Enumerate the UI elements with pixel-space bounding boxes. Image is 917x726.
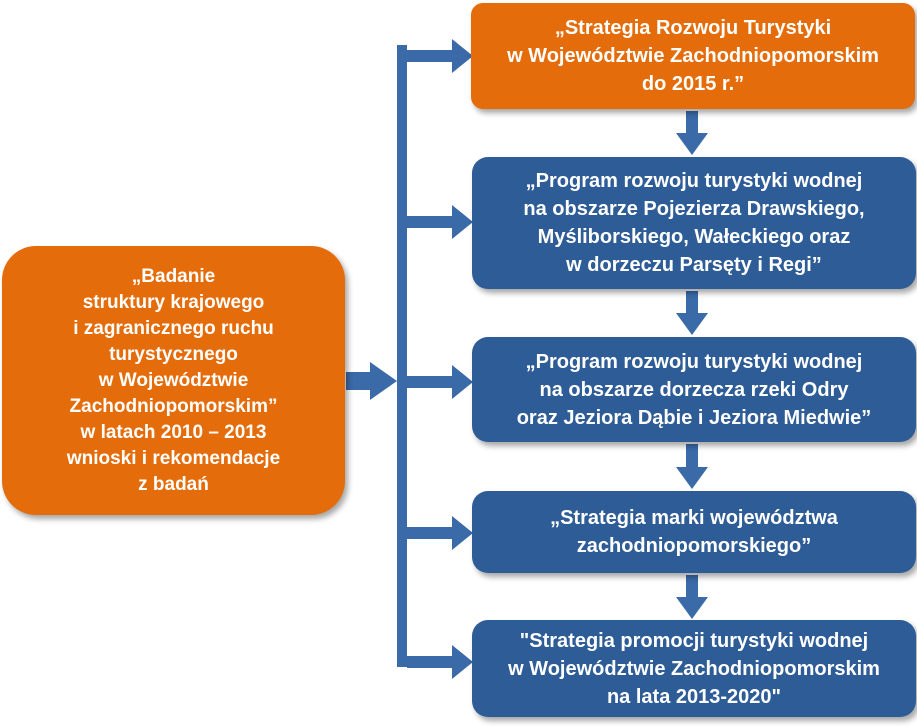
target-box-water-tourism-odra: „Program rozwoju turystyki wodnej na obs…: [472, 337, 916, 442]
down-arrow-4: [676, 575, 708, 619]
target-text: „Strategia Rozwoju Turystyki w Województ…: [507, 17, 879, 95]
branch-arrow-1: [407, 39, 473, 73]
target-text: „Program rozwoju turystyki wodnej na obs…: [523, 170, 865, 276]
target-box-tourism-strategy: „Strategia Rozwoju Turystyki w Województ…: [471, 3, 915, 109]
branch-arrow-3: [407, 365, 473, 399]
down-arrow-1: [676, 111, 708, 155]
target-text: "Strategia promocji turystyki wodnej w W…: [508, 629, 880, 708]
target-box-water-tourism-lakes: „Program rozwoju turystyki wodnej na obs…: [472, 157, 916, 289]
target-box-brand-strategy: „Strategia marki województwa zachodniopo…: [472, 491, 916, 573]
down-arrow-3: [676, 444, 708, 489]
target-box-promotion-strategy: "Strategia promocji turystyki wodnej w W…: [472, 620, 916, 717]
target-text: „Program rozwoju turystyki wodnej na obs…: [516, 350, 872, 429]
down-arrow-2: [676, 291, 708, 335]
trunk-line: [397, 45, 407, 667]
branch-arrow-4: [407, 516, 473, 550]
branch-arrow-2: [407, 205, 473, 239]
source-study-box: „Badanie struktury krajowego i zagranicz…: [2, 246, 345, 515]
source-study-text: „Badanie struktury krajowego i zagranicz…: [66, 265, 281, 495]
source-arrow: [346, 362, 397, 400]
target-text: „Strategia marki województwa zachodniopo…: [550, 507, 838, 557]
branch-arrow-5: [407, 645, 473, 679]
